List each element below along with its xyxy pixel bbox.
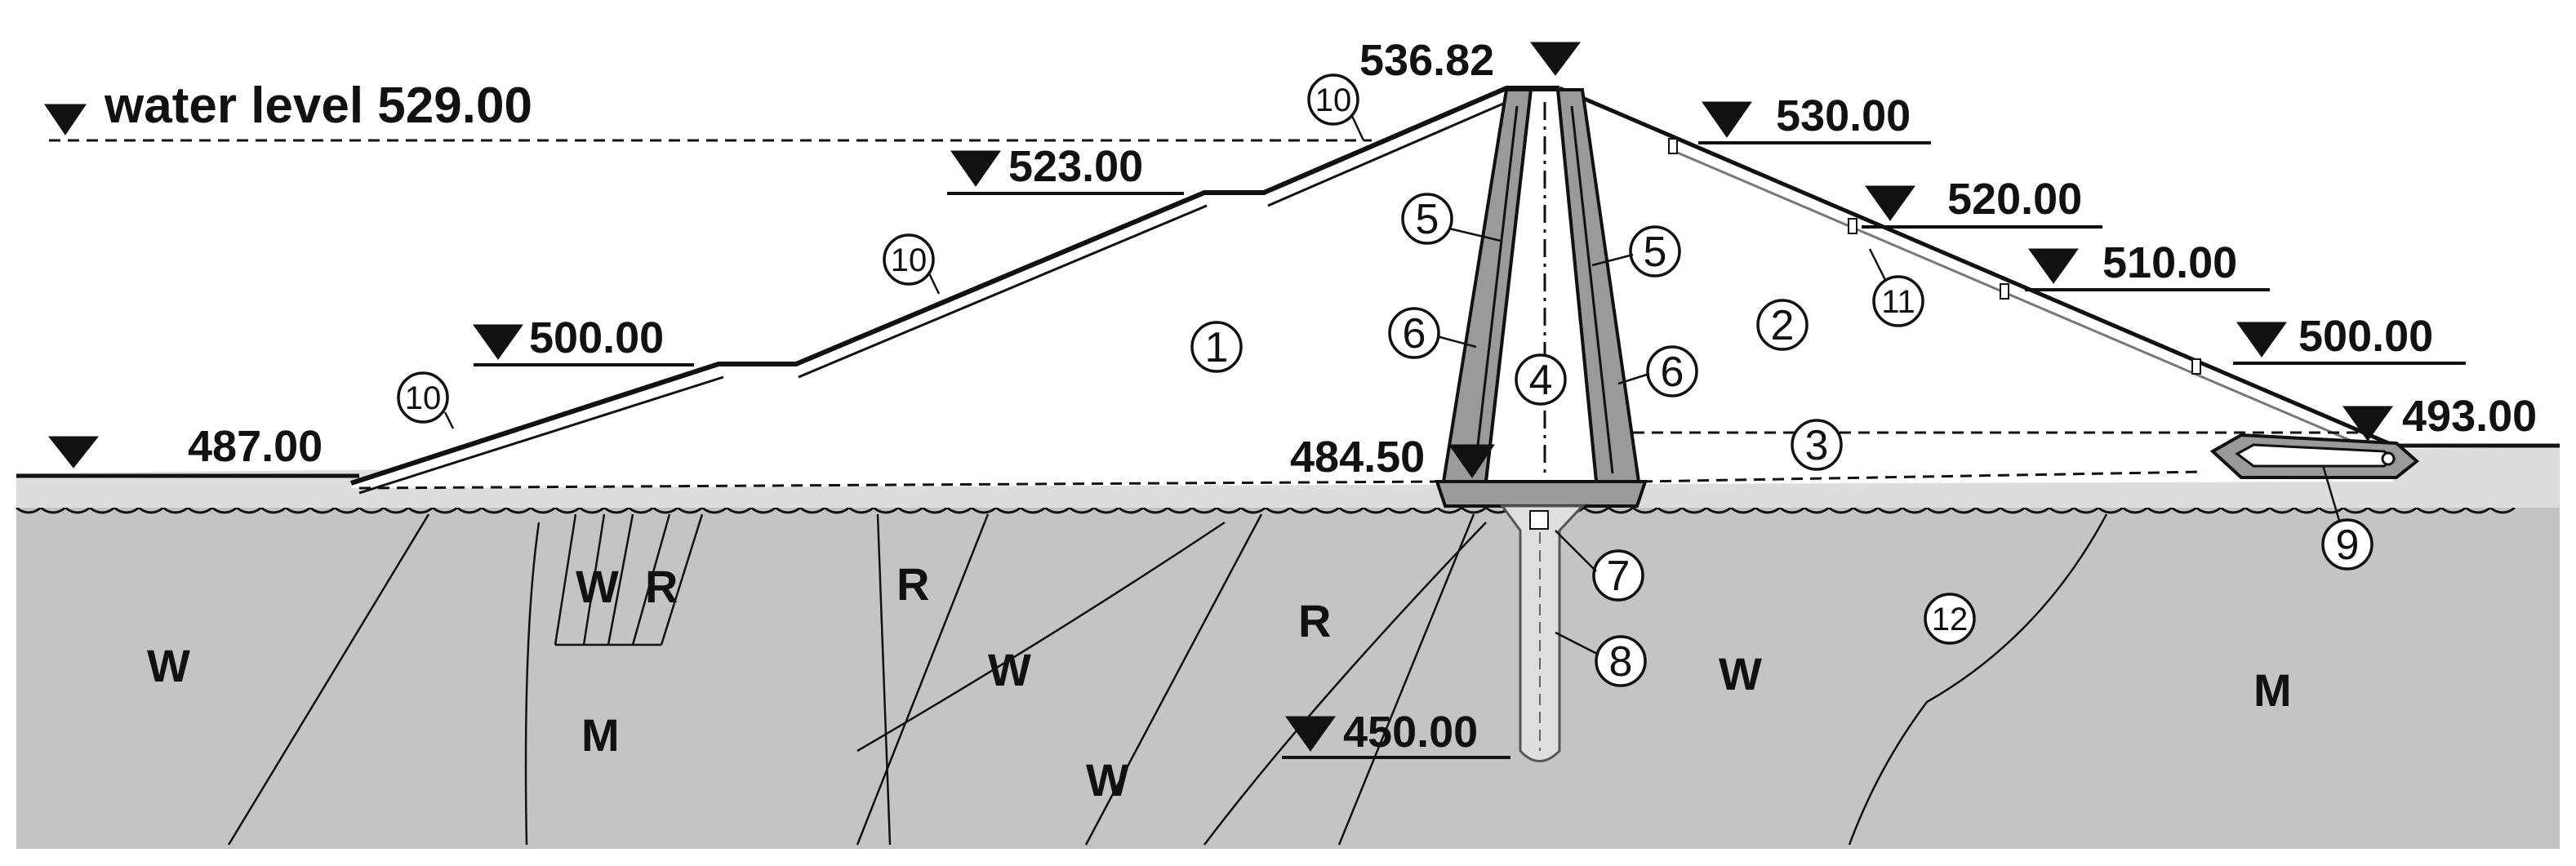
- triangle-marker: [44, 104, 87, 135]
- svg-text:W: W: [1719, 648, 1762, 699]
- svg-text:W: W: [988, 644, 1031, 695]
- elev-487: 487.00: [188, 422, 323, 471]
- svg-text:W: W: [1086, 754, 1129, 806]
- svg-text:5: 5: [1644, 229, 1667, 276]
- svg-text:R: R: [896, 558, 929, 610]
- svg-text:R: R: [1298, 595, 1331, 646]
- foundation-rock: [16, 508, 2560, 849]
- svg-text:M: M: [581, 709, 620, 761]
- svg-text:8: 8: [1609, 638, 1633, 686]
- svg-text:11: 11: [1881, 284, 1915, 320]
- elev-523: 523.00: [1008, 142, 1143, 191]
- elev-crest: 536.82: [1359, 36, 1494, 85]
- svg-text:3: 3: [1805, 422, 1829, 469]
- triangle-marker: [1702, 101, 1752, 138]
- svg-text:10: 10: [891, 242, 928, 278]
- svg-text:5: 5: [1416, 196, 1439, 243]
- elev-493: 493.00: [2402, 392, 2537, 441]
- downstream-face: [1559, 86, 2393, 447]
- geological-boundaries: [227, 513, 2108, 846]
- svg-text:9: 9: [2336, 522, 2360, 569]
- elevation-markers: [44, 42, 2466, 759]
- triangle-marker: [1865, 185, 1915, 221]
- berm-mark: [1848, 218, 1857, 234]
- svg-text:2: 2: [1771, 302, 1795, 349]
- elev-up-500: 500.00: [529, 313, 664, 362]
- elev-520: 520.00: [1947, 175, 2082, 224]
- elev-down-500: 500.00: [2298, 312, 2433, 361]
- dam-embankment: [351, 88, 2392, 488]
- triangle-marker: [2236, 322, 2287, 358]
- triangle-marker: [950, 150, 1001, 187]
- triangle-marker: [1448, 444, 1495, 478]
- elev-530: 530.00: [1776, 91, 1911, 140]
- triangle-marker: [473, 324, 523, 360]
- svg-text:6: 6: [1403, 310, 1426, 358]
- svg-text:4: 4: [1529, 357, 1553, 404]
- stripping-line-right: [1640, 470, 2205, 483]
- rock-type-labels: W W R M R W R W W M: [147, 558, 2292, 806]
- svg-text:1: 1: [1205, 324, 1229, 371]
- upstream-slope-protection: [358, 100, 1510, 495]
- drain-pipe: [2381, 451, 2396, 466]
- water-level-label: water level 529.00: [104, 78, 532, 134]
- core-base-slab: [1435, 480, 1648, 508]
- grout-curtain: [1500, 504, 1586, 762]
- zone-labels: 1 2 3 4 5 5 6 6 7 8 9 10 10 10 11 12: [405, 82, 2360, 686]
- zone-callouts: [397, 73, 2374, 687]
- berm-mark: [2191, 358, 2201, 375]
- stripping-line: [358, 480, 1442, 490]
- triangle-marker: [47, 436, 100, 469]
- svg-text:R: R: [645, 561, 678, 612]
- triangle-marker: [1530, 42, 1581, 76]
- elev-510: 510.00: [2102, 238, 2237, 287]
- svg-text:12: 12: [1932, 602, 1969, 637]
- elev-450: 450.00: [1343, 708, 1478, 757]
- downstream-slope-protection: [1669, 148, 2387, 457]
- svg-text:M: M: [2253, 664, 2292, 716]
- berm-mark: [1668, 138, 1678, 154]
- svg-text:6: 6: [1661, 349, 1684, 396]
- svg-text:W: W: [576, 561, 619, 612]
- grout-gallery: [1529, 510, 1549, 530]
- triangle-marker: [2342, 406, 2393, 442]
- svg-text:W: W: [147, 640, 190, 691]
- triangle-marker: [1285, 716, 1336, 752]
- core-outer-line: [1473, 105, 1614, 474]
- berm-mark: [2000, 283, 2009, 300]
- svg-text:7: 7: [1607, 553, 1631, 600]
- elev-core-base: 484.50: [1290, 433, 1425, 482]
- svg-text:10: 10: [1315, 82, 1352, 118]
- svg-text:10: 10: [405, 380, 442, 416]
- leader-lines: [443, 113, 2341, 656]
- triangle-marker: [2028, 248, 2079, 284]
